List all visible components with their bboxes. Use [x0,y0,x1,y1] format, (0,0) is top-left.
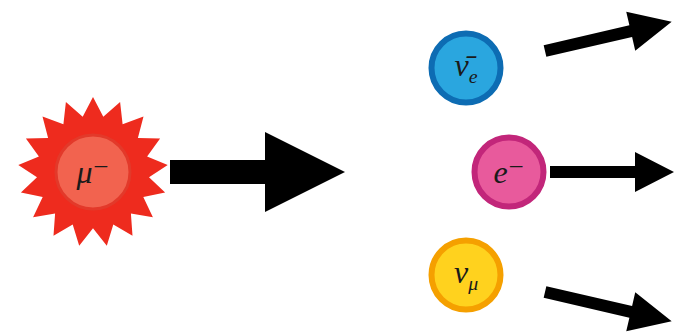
decay-arrow [170,132,345,212]
particle-circle: e⁻ [471,134,547,210]
momentum-arrow [550,152,674,192]
particle-symbol: νμ [428,237,504,313]
particle-symbol: μ⁻ [17,96,169,248]
particle-circle: νμ [428,237,504,313]
momentum-arrow [541,2,676,70]
momentum-arrow [541,273,676,333]
particle-symbol: ν̄e [428,30,504,106]
particle-circle: ν̄e [428,30,504,106]
muon-burst: μ⁻ [17,96,169,248]
particle-symbol: e⁻ [471,134,547,210]
